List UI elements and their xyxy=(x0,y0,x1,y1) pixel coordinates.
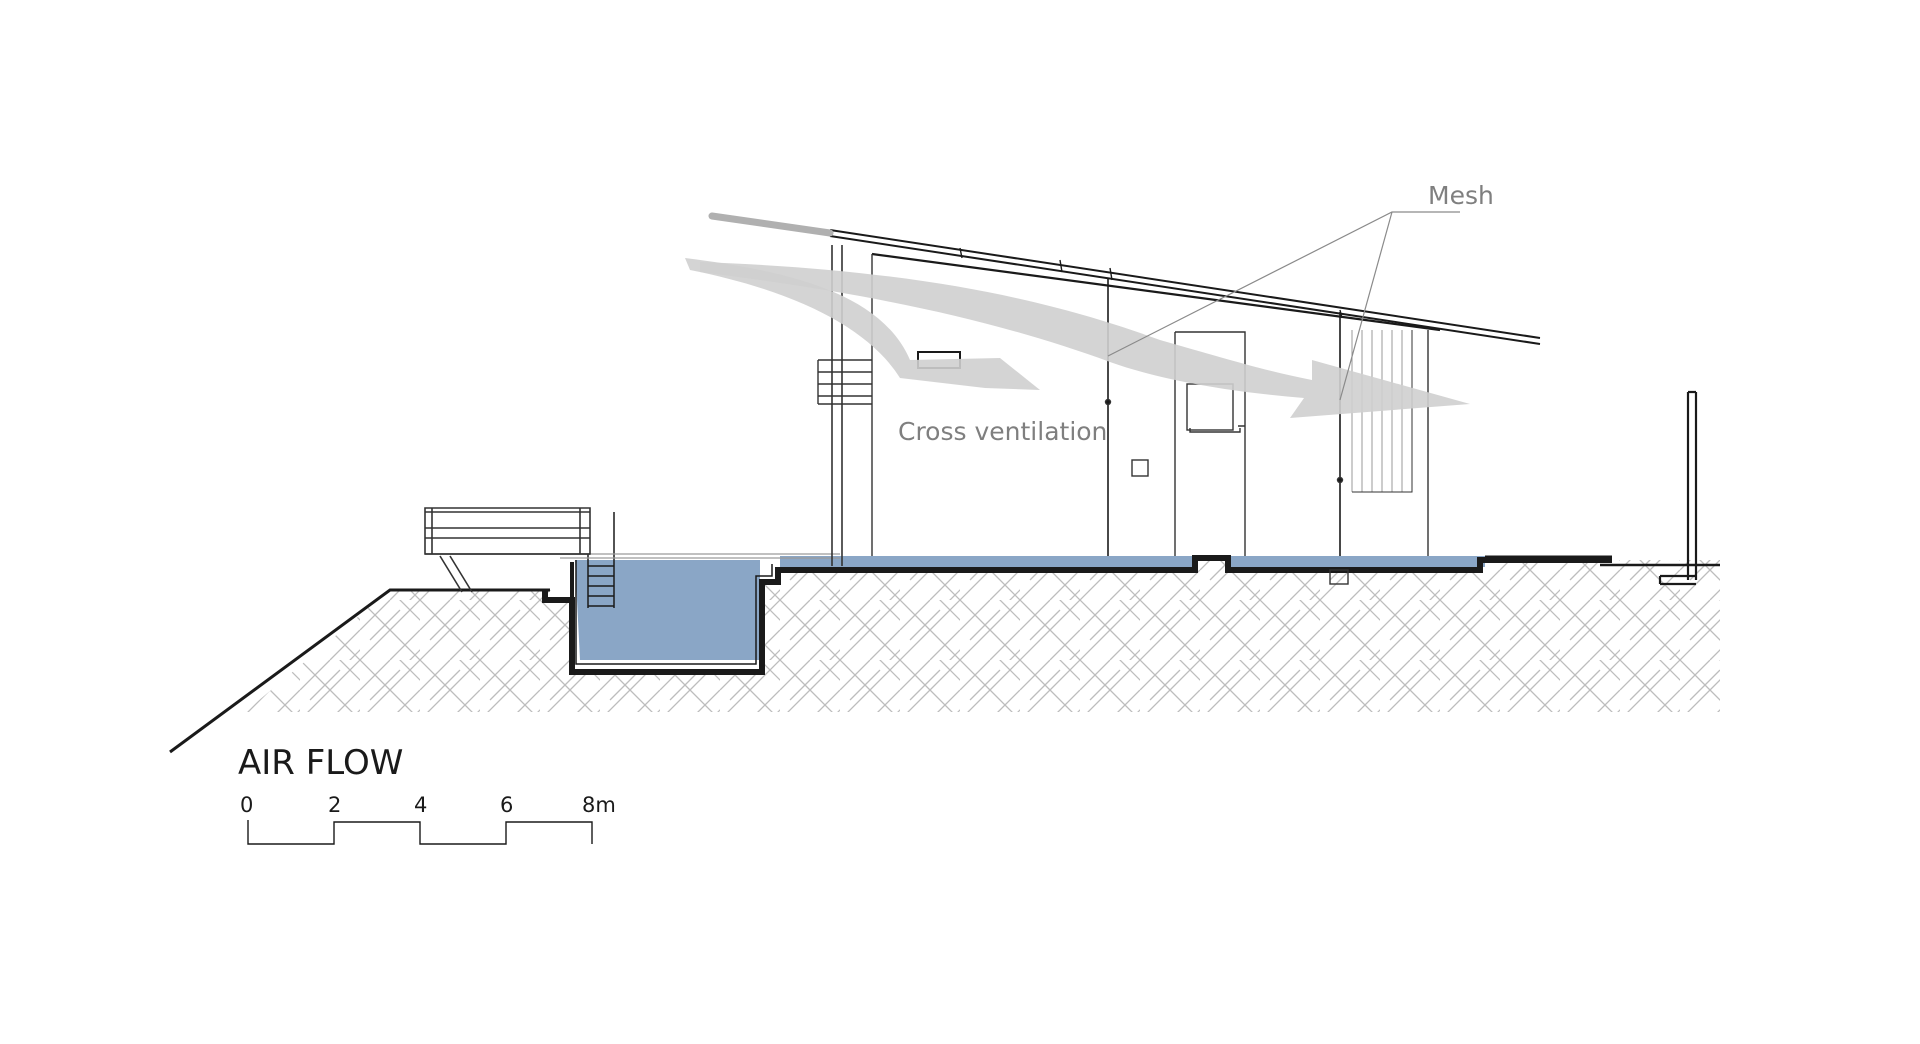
pool-inner-line xyxy=(575,560,773,665)
pool-deck-line xyxy=(560,553,840,559)
terrain-slope-line xyxy=(169,588,550,754)
airflow-arrow-left xyxy=(685,258,1040,390)
pool-outline-left xyxy=(543,562,574,600)
scale-tick-2: 2 xyxy=(328,793,341,817)
airflow-arrow-right xyxy=(700,262,1470,418)
cross-ventilation-label: Cross ventilation xyxy=(898,417,1107,446)
wall-vent xyxy=(1131,459,1149,477)
pool-outline xyxy=(542,555,1612,675)
deck-railing xyxy=(424,507,591,593)
mesh-label: Mesh xyxy=(1428,181,1494,210)
ground-hatch xyxy=(245,557,1720,712)
diagram-title: AIR FLOW xyxy=(238,743,403,783)
pool xyxy=(542,512,1612,675)
scale-tick-4: 4 xyxy=(414,793,427,817)
floor-water-strip-2 xyxy=(1228,556,1485,567)
roof-underside xyxy=(871,252,1441,332)
scale-tick-6: 6 xyxy=(500,793,513,817)
boundary-wall xyxy=(1658,390,1698,586)
column-rail xyxy=(817,359,872,405)
scale-bar-line xyxy=(247,820,593,845)
floor-water-strip xyxy=(780,556,1195,567)
pool-water xyxy=(575,560,760,660)
floor-drain xyxy=(1329,569,1349,585)
interior-window xyxy=(1186,383,1234,431)
house-structure xyxy=(708,212,1698,586)
scale-tick-0: 0 xyxy=(240,793,253,817)
airflow-arrows xyxy=(685,258,1470,418)
mesh-leader xyxy=(1107,211,1460,401)
roof xyxy=(829,229,1541,345)
scale-tick-8m: 8m xyxy=(582,793,616,817)
roof-eave-left xyxy=(708,212,834,237)
scale-bar: 0 2 4 6 8m xyxy=(240,793,616,845)
